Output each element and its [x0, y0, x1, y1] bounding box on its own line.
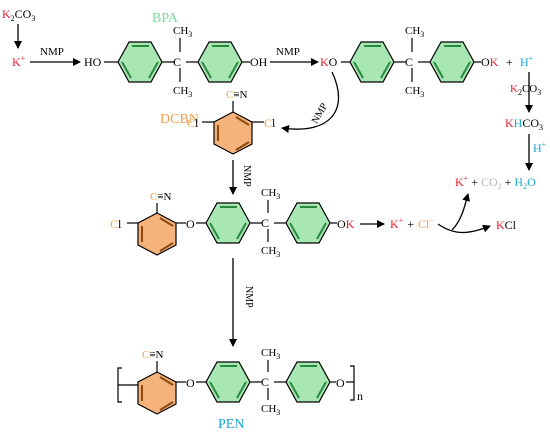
intermediate-green-ring-right — [285, 202, 331, 244]
intermediate-cn-group: C≡N — [150, 191, 172, 203]
khco3-label: KHCO3 — [505, 116, 543, 132]
nmp-label-2: NMP — [276, 46, 300, 58]
bpa-benzene-ring-right — [197, 41, 243, 83]
intermediate-orange-ring — [137, 212, 177, 256]
pen-cn-group: C≡N — [142, 349, 164, 361]
bpa-ho-group: HO — [84, 55, 102, 69]
plus-sign-top: + — [506, 55, 513, 69]
pen-green-ring-right — [285, 361, 331, 403]
nmp-label-curved: NMP — [310, 101, 331, 126]
pen-label: PEN — [218, 417, 244, 432]
bpa-ch3-top: CH3 — [173, 25, 192, 39]
h-plus-right: H+ — [533, 140, 547, 155]
intermediate-green-ring-left — [205, 202, 251, 244]
arrow-kplus-recycle — [451, 193, 471, 231]
phenolate-central-carbon: C — [405, 55, 413, 69]
intermediate-ch3-top: CH3 — [261, 187, 280, 201]
intermediate-ch3-bottom: CH3 — [261, 245, 280, 259]
k2co3-top-label: K2CO3 — [2, 7, 35, 23]
phenolate-benzene-ring-left — [349, 41, 395, 83]
pen-ch3-top: CH3 — [261, 347, 280, 361]
intermediate-cl: Cl — [110, 217, 122, 231]
polymer-bracket-right — [350, 365, 355, 401]
bpa-ch3-bottom: CH3 — [173, 85, 192, 99]
bpa-benzene-ring-left — [117, 41, 163, 83]
phenolate-ch3-bottom: CH3 — [405, 85, 424, 99]
h-plus-top: H+ — [520, 54, 534, 69]
byproducts-line: K++CO2+H2O — [455, 174, 536, 191]
salt-ions: K++Cl− — [390, 216, 434, 231]
intermediate-ok: OK — [337, 217, 355, 231]
kcl-product: KCl — [496, 218, 517, 232]
phenolate-benzene-ring-right — [429, 41, 475, 83]
intermediate-o-link: O — [186, 217, 195, 231]
bpa-central-carbon: C — [173, 55, 181, 69]
dcbn-label: DCBN — [160, 112, 199, 127]
pen-central-carbon: C — [261, 375, 269, 389]
pen-o-link-2: O — [336, 376, 345, 390]
intermediate-central-carbon: C — [261, 216, 269, 230]
nmp-label-3: NMP — [241, 165, 252, 187]
dcbn-cl-right: Cl — [264, 116, 276, 130]
dcbn-cn-group: C≡N — [226, 89, 248, 101]
bpa-label: BPA — [152, 11, 179, 26]
phenolate-ok-right: OK — [481, 55, 499, 69]
k-plus-top: K+ — [12, 54, 26, 69]
pen-ch3-bottom: CH3 — [261, 403, 280, 417]
k2co3-right-label: K2CO3 — [510, 83, 541, 97]
nmp-label-4: NMP — [243, 286, 254, 308]
phenolate-ch3-top: CH3 — [405, 25, 424, 39]
nmp-label-1: NMP — [40, 46, 64, 58]
phenolate-ko-left: KO — [320, 55, 338, 69]
curved-arrow-phenolate-to-dcbn — [281, 71, 340, 133]
bpa-oh-group: OH — [250, 55, 268, 69]
pen-orange-ring — [137, 371, 177, 415]
polymer-n-subscript: n — [357, 389, 363, 403]
pen-green-ring-left — [205, 361, 251, 403]
arrow-ions-to-kcl — [437, 223, 491, 234]
dcbn-benzene-ring — [213, 111, 253, 155]
dcbn-cl-left: Cl — [187, 116, 199, 130]
pen-o-link-1: O — [186, 376, 195, 390]
